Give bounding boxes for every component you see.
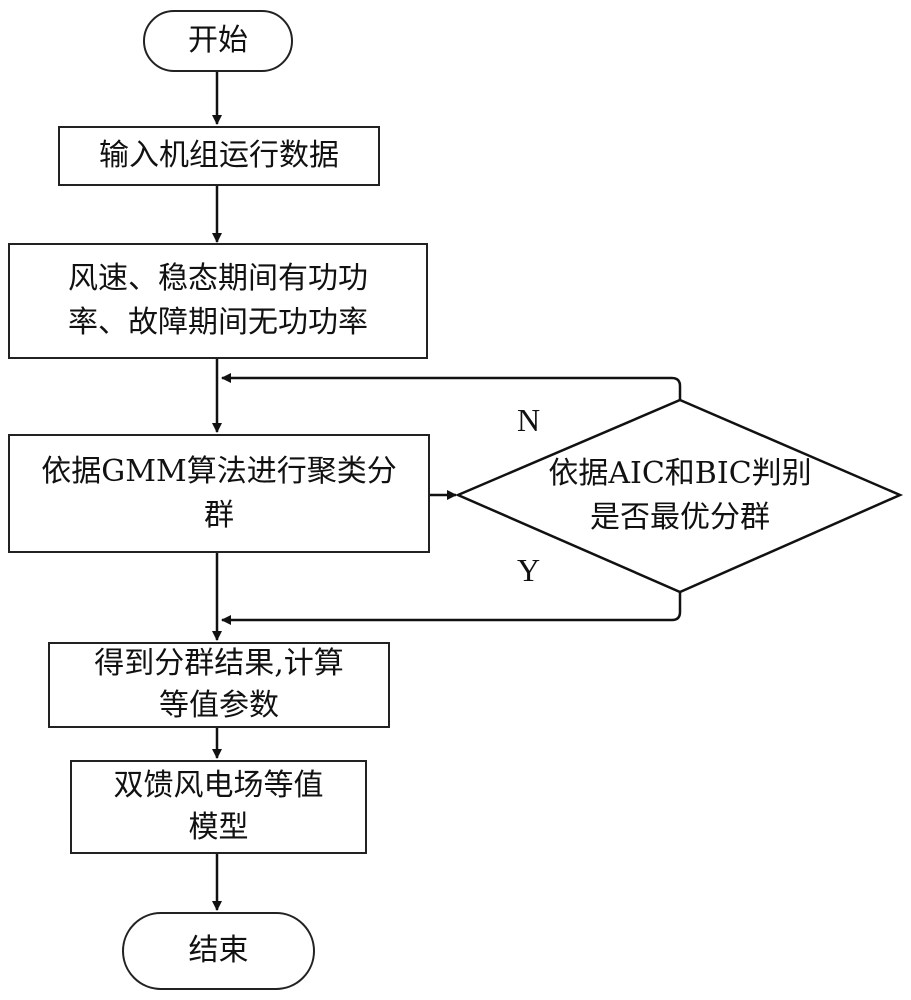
model-node: 双馈风电场等值 模型 <box>70 760 367 854</box>
cluster-label-line2: 群 <box>204 497 234 533</box>
end-label: 结束 <box>188 933 249 968</box>
start-label: 开始 <box>188 23 248 58</box>
yes-label: Y <box>517 552 541 588</box>
model-label-line2: 模型 <box>188 810 249 845</box>
decision-label-line2: 是否最优分群 <box>590 500 770 535</box>
decision-label: 依据AIC和BIC判别 是否最优分群 <box>520 452 840 540</box>
result-node: 得到分群结果,计算 等值参数 <box>48 642 390 728</box>
features-node: 风速、稳态期间有功功 率、故障期间无功功率 <box>8 243 428 359</box>
decision-diamond <box>454 398 904 594</box>
features-label-line2: 率、故障期间无功功率 <box>68 305 368 340</box>
model-label-line1: 双馈风电场等值 <box>113 768 324 803</box>
input-node: 输入机组运行数据 <box>58 126 380 186</box>
arrow-yes-loop <box>221 592 682 625</box>
result-label-line2: 等值参数 <box>159 688 279 723</box>
decision-label-line1: 依据AIC和BIC判别 <box>548 456 812 491</box>
result-label-line1: 得到分群结果,计算 <box>94 646 344 681</box>
start-node: 开始 <box>143 10 293 72</box>
cluster-label-line1: 依据GMM算法进行聚类分 <box>41 453 397 489</box>
features-label-line1: 风速、稳态期间有功功 <box>68 261 368 296</box>
cluster-node: 依据GMM算法进行聚类分 群 <box>8 434 430 553</box>
arrow-no-loop <box>221 373 682 400</box>
end-node: 结束 <box>122 912 315 990</box>
no-label: N <box>517 402 541 438</box>
input-label: 输入机组运行数据 <box>99 138 339 173</box>
